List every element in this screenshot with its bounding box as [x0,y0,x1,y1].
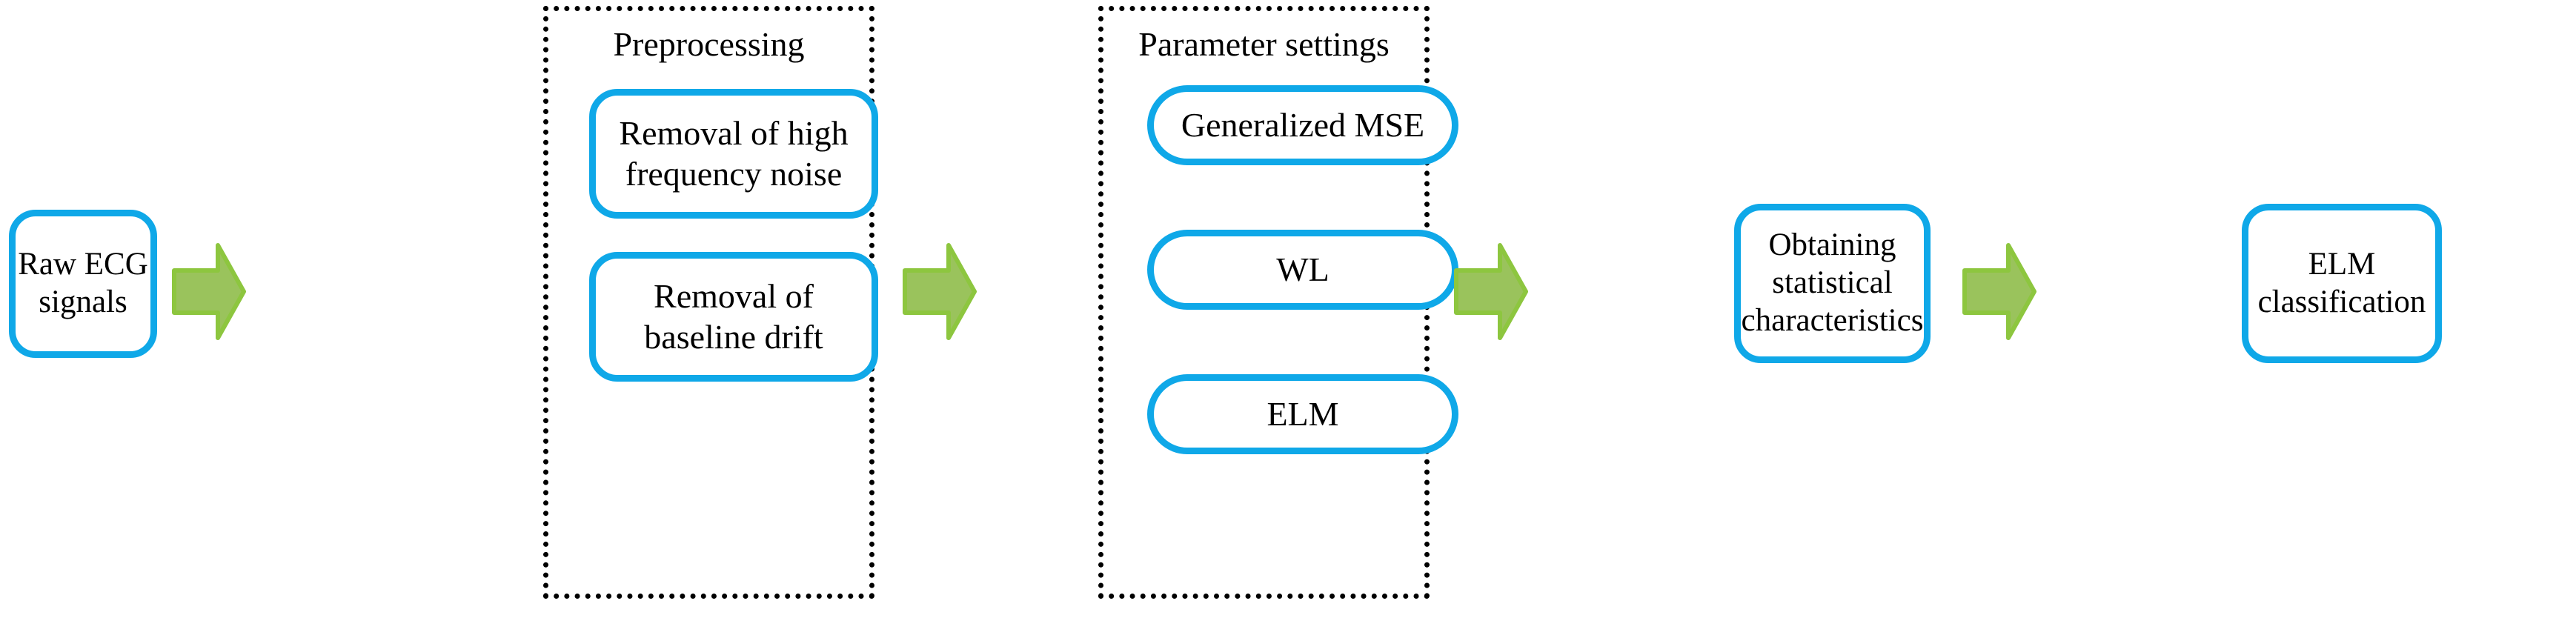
node-obtaining-statistical-characteristics[interactable]: Obtaining statistical characteristics [1734,204,1931,363]
node-elm[interactable]: ELM [1147,374,1458,454]
right-arrow-icon [903,243,977,340]
right-arrow-icon [172,243,246,340]
node-removal-of-high-frequency-noise-label: Removal of high frequency noise [619,114,849,193]
arrow-parameters-to-obtaining [1454,241,1528,342]
node-obtaining-statistical-characteristics-label: Obtaining statistical characteristics [1741,227,1924,338]
arrow-obtaining-to-classification [1962,241,2036,342]
node-raw-ecg-signals-label: Raw ECG signals [18,247,148,319]
node-wl[interactable]: WL [1147,230,1458,310]
node-removal-of-baseline-drift[interactable]: Removal of baseline drift [589,252,878,382]
node-removal-of-high-frequency-noise[interactable]: Removal of high frequency noise [589,89,878,219]
node-generalized-mse-label: Generalized MSE [1181,105,1425,144]
node-elm-classification[interactable]: ELM classification [2242,204,2442,363]
node-elm-classification-label: ELM classification [2257,246,2426,319]
group-preprocessing-title: Preprocessing [613,25,805,63]
group-parameter-settings-title: Parameter settings [1138,25,1390,63]
node-removal-of-baseline-drift-label: Removal of baseline drift [644,277,823,356]
right-arrow-icon [1454,243,1528,340]
node-elm-label: ELM [1267,394,1339,433]
arrow-preprocessing-to-parameters [903,241,977,342]
arrow-raw-to-preprocessing [172,241,246,342]
node-wl-label: WL [1276,250,1330,288]
node-generalized-mse[interactable]: Generalized MSE [1147,85,1458,165]
node-raw-ecg-signals[interactable]: Raw ECG signals [9,210,157,358]
right-arrow-icon [1962,243,2036,340]
